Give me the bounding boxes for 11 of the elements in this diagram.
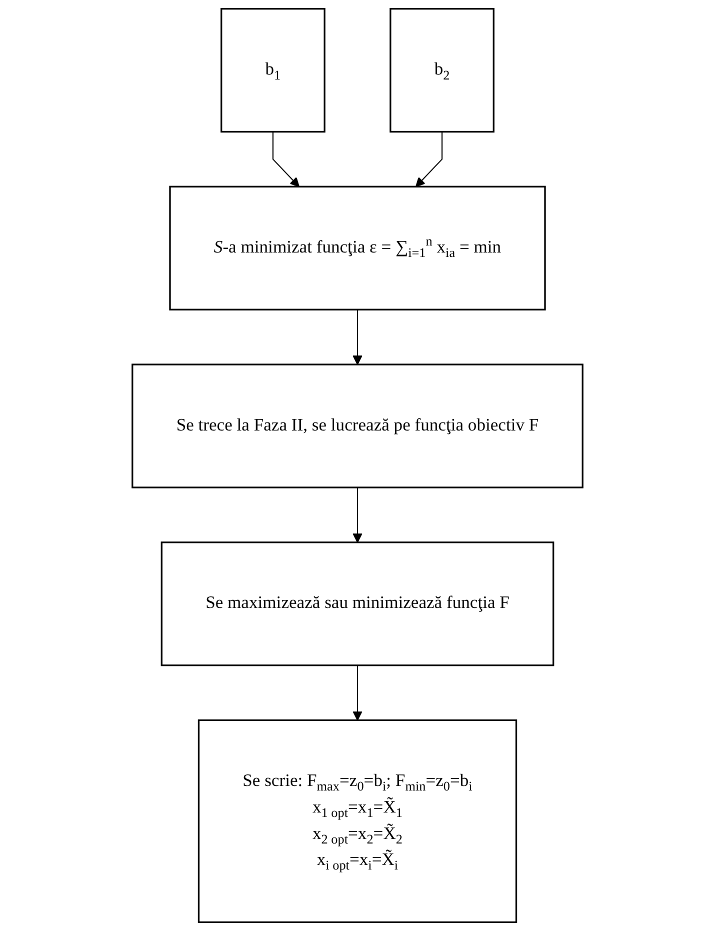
node-box — [160, 542, 554, 666]
arrow — [352, 487, 362, 543]
node-box — [198, 719, 518, 924]
node-box — [220, 8, 326, 133]
arrow — [352, 310, 362, 365]
node-box — [132, 364, 584, 488]
node-box — [390, 8, 494, 133]
node-box — [169, 186, 546, 310]
arrow — [416, 132, 443, 188]
arrow — [272, 132, 300, 188]
arrow — [352, 665, 362, 721]
